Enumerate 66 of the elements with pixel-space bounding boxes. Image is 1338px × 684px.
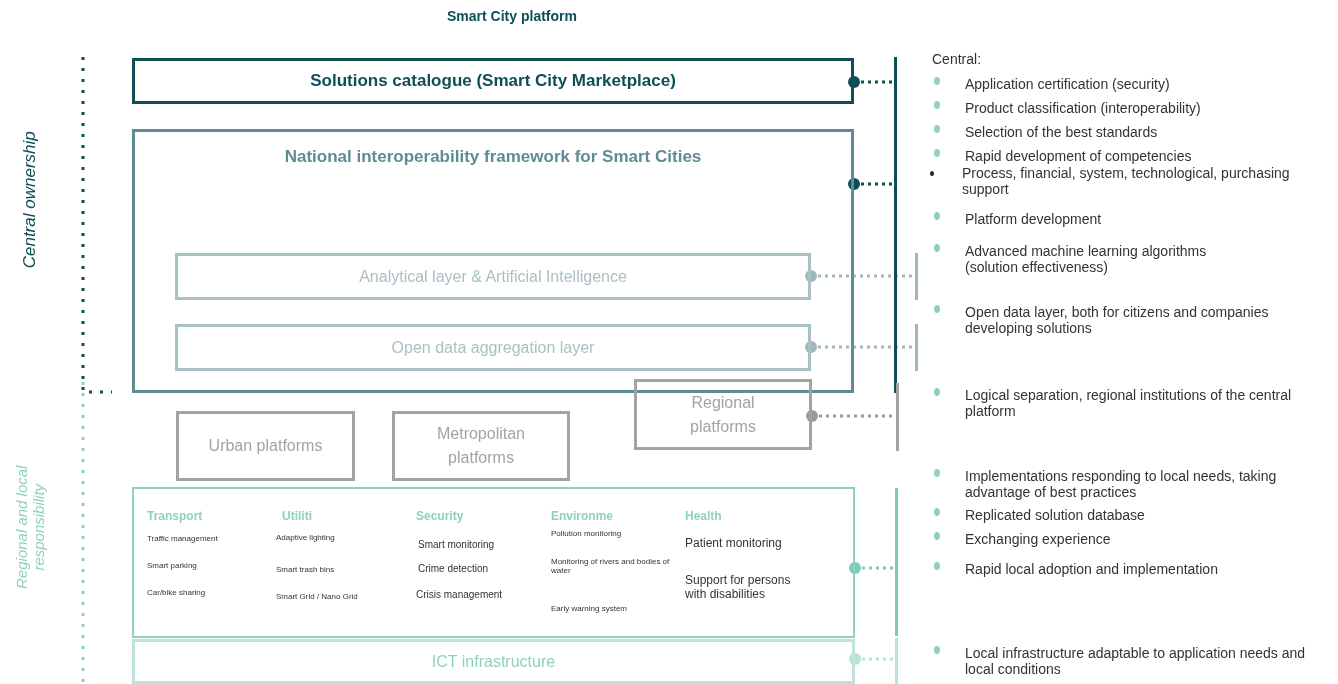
category-heading: Transport [147,510,204,524]
application-item: Early warning system [551,604,629,614]
dotted-connector [849,653,895,665]
platform-box [634,379,812,450]
application-item: Crime detection [418,563,490,575]
framework-box [132,129,854,393]
box-label: Urban platforms [207,436,324,456]
application-item: Smart monitoring [418,539,496,551]
category-heading: Environme [551,510,614,524]
bullet-text: Replicated solution database [965,507,1146,524]
bullet-text: Open data layer, both for citizens and companies developing solutions [965,304,1270,337]
application-item: Support for persons with disabilities [685,574,792,602]
bullet-text: Selection of the best standards [965,124,1159,141]
dotted-connector [805,270,915,282]
dotted-connector [848,178,894,190]
bracket-bar [895,488,898,636]
layer-box [175,324,811,371]
applications-box [132,487,855,638]
box-label: Solutions catalogue (Smart City Marketplace) [309,70,677,93]
bullet-text: Process, financial, system, technological, purchasing support [962,165,1291,198]
bracket-bar [894,57,897,393]
bullet-text: Product classification (interoperability) [965,100,1202,117]
application-item: Traffic management [147,534,219,544]
box-label: Regional platforms [689,392,757,437]
bullet-text: Logical separation, regional institutions of the central platform [965,387,1293,420]
application-item: Smart parking [147,561,198,571]
bullet-text: Application certification (security) [965,76,1171,93]
application-item: Monitoring of rivers and bodies of water [551,557,671,576]
dotted-connector [848,76,894,88]
infrastructure-box [132,639,855,684]
catalogue-box [132,58,854,104]
bullet-text: Platform development [965,211,1103,228]
bullet-text: Rapid development of competencies [965,148,1193,165]
platform-box [392,411,570,481]
application-item: Smart Grid / Nano Grid [276,592,359,602]
bracket-bar [915,324,918,371]
diagram-title: Smart City platform [446,8,578,25]
application-item: Crisis management [416,589,504,601]
category-heading: Utiliti [282,510,313,524]
layer-box [175,253,811,300]
bullet-text: Rapid local adoption and implementation [965,561,1219,578]
side-heading: Regional and local responsibility [12,464,48,591]
application-item: Car/bike sharing [147,588,207,598]
application-item: Adaptive lighting [276,533,336,543]
box-label: ICT infrastructure [430,651,557,672]
box-label: National interoperability framework for Smart Cities [283,146,703,168]
bullet-text: Local infrastructure adaptable to application needs and local conditions [965,645,1307,678]
dotted-connector [805,341,915,353]
platform-box [176,411,355,481]
list-heading: Central: [932,51,983,68]
bullet-text: Advanced machine learning algorithms (solution effectiveness) [965,243,1208,276]
side-heading: Central ownership [20,130,40,270]
bullet-text: Implementations responding to local needs, taking advantage of best practices [965,468,1278,501]
bullet-text: Exchanging experience [965,531,1112,548]
dotted-connector [849,562,895,574]
bracket-bar [915,253,918,300]
bracket-bar [896,383,899,451]
box-label: Open data aggregation layer [390,337,596,358]
box-label: Metropolitan platforms [435,424,526,468]
application-item: Pollution monitoring [551,529,623,539]
application-item: Smart trash bins [276,565,336,575]
application-item: Patient monitoring [685,537,783,551]
category-heading: Health [685,510,723,524]
box-label: Analytical layer & Artificial Intelligence [358,266,628,287]
bracket-bar [895,638,898,684]
category-heading: Security [416,510,465,524]
